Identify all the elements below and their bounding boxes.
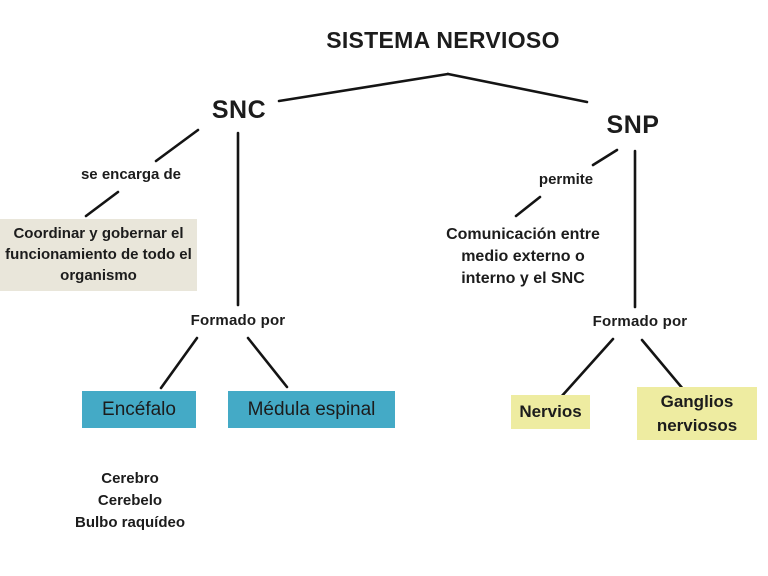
node-snp-function-text: Comunicación entre medio externo o inter… <box>446 226 600 287</box>
edge-snp-to-permite <box>591 148 619 167</box>
list-item-cerebelo: Cerebelo <box>97 492 163 509</box>
list-item-bulbo-raquideo: Bulbo raquídeo <box>75 514 185 531</box>
edge-formado-to-nervios <box>559 337 615 399</box>
label-formado-por-snp: Formado por <box>592 313 688 330</box>
node-snc-function-box: Coordinar y gobernar el funcionamiento d… <box>0 219 197 291</box>
edge-se-encarga-to-box <box>84 190 120 218</box>
node-medula-espinal-box: Médula espinal <box>228 391 395 428</box>
list-item-cerebro: Cerebro <box>101 470 159 487</box>
edge-formado-to-encefalo <box>159 336 199 390</box>
edge-formado-to-ganglios <box>640 338 685 391</box>
diagram-title: SISTEMA NERVIOSO <box>326 27 560 53</box>
label-permite: permite <box>538 171 594 188</box>
node-encefalo-box: Encéfalo <box>82 391 196 428</box>
label-se-encarga-de: se encarga de <box>80 166 182 183</box>
node-snc: SNC <box>211 96 267 124</box>
edge-permite-to-text <box>514 195 542 218</box>
encefalo-parts-list: Cerebro Cerebelo Bulbo raquídeo <box>40 468 220 534</box>
node-nervios-box: Nervios <box>511 395 590 429</box>
edge-snc-to-se-encarga <box>154 128 200 163</box>
label-formado-por-snc: Formado por <box>190 312 286 329</box>
edge-title-to-snp <box>446 72 589 104</box>
edge-title-to-snc <box>277 72 450 103</box>
node-ganglios-nerviosos-box: Ganglios nerviosos <box>637 387 757 440</box>
edge-formado-to-medula <box>246 336 289 389</box>
node-snp: SNP <box>606 111 660 139</box>
